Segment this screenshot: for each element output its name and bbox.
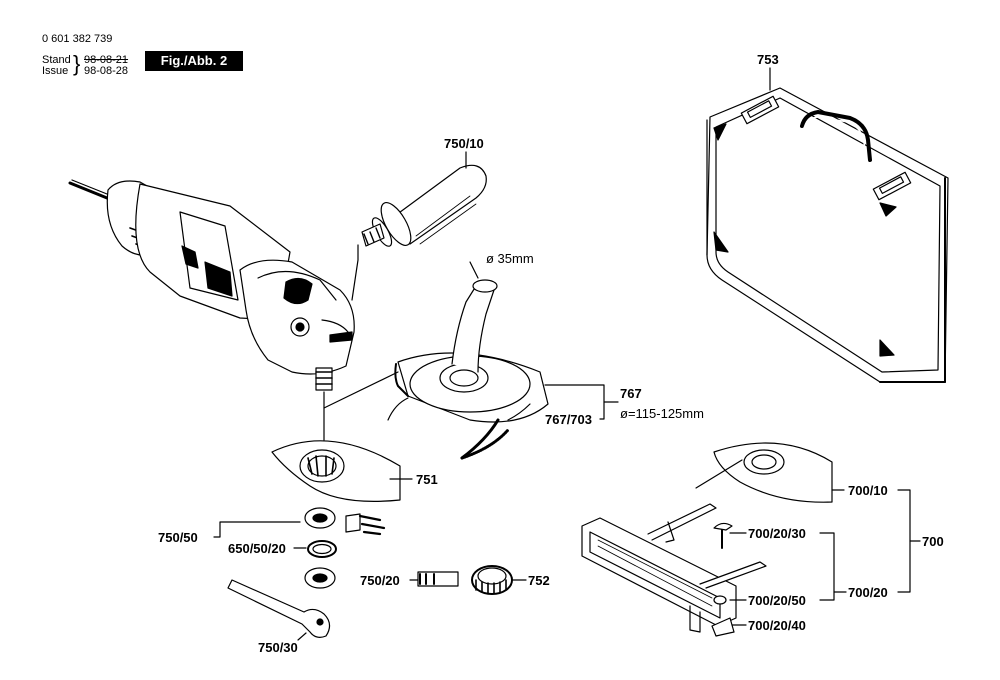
carrying-case-drawing bbox=[706, 87, 949, 383]
label-700: 700 bbox=[922, 534, 944, 549]
leader-750-30 bbox=[297, 632, 307, 641]
label-753: 753 bbox=[757, 52, 779, 67]
flange-750-50 bbox=[304, 507, 386, 536]
label-700-20-30: 700/20/30 bbox=[748, 526, 806, 541]
clamping-nut-750-20 bbox=[304, 567, 459, 589]
handle-assembly-line bbox=[351, 244, 359, 301]
figure-badge: Fig./Abb. 2 bbox=[145, 51, 243, 71]
label-700-10: 700/10 bbox=[848, 483, 888, 498]
bracket-700-20 bbox=[819, 532, 835, 601]
label-750-30: 750/30 bbox=[258, 640, 298, 655]
o-ring-650-50-20 bbox=[307, 540, 337, 558]
label-750-10: 750/10 bbox=[444, 136, 484, 151]
stand-date: 98-08-21 bbox=[84, 54, 129, 66]
bracket-750-50 bbox=[213, 521, 301, 538]
label-750-20: 750/20 bbox=[360, 573, 400, 588]
label-700-20-40: 700/20/40 bbox=[748, 618, 806, 633]
label-752: 752 bbox=[528, 573, 550, 588]
stand-label: Stand bbox=[42, 54, 71, 66]
label-767: 767 bbox=[620, 386, 642, 401]
wheel-guard-drawing bbox=[271, 440, 401, 502]
label-767-703: 767/703 bbox=[545, 412, 592, 427]
label-dia35: ø 35mm bbox=[486, 251, 534, 266]
label-650-50-20: 650/50/20 bbox=[228, 541, 286, 556]
hood-assembly-line bbox=[323, 371, 399, 409]
leader-dia35 bbox=[469, 261, 479, 279]
label-700-20: 700/20 bbox=[848, 585, 888, 600]
side-handle-drawing bbox=[361, 164, 487, 247]
label-700-20-50: 700/20/50 bbox=[748, 593, 806, 608]
bracket-700 bbox=[897, 489, 911, 593]
label-750-50: 750/50 bbox=[158, 530, 198, 545]
cutting-guide-drawing bbox=[581, 442, 833, 637]
angle-grinder-drawing bbox=[68, 179, 355, 391]
label-751: 751 bbox=[416, 472, 438, 487]
label-dia115: ø=115-125mm bbox=[620, 406, 704, 421]
part-number: 0 601 382 739 bbox=[42, 33, 113, 45]
brace-icon: } bbox=[73, 51, 81, 76]
issue-label: Issue bbox=[42, 65, 69, 77]
guide-assembly-line bbox=[695, 459, 743, 489]
quick-nut-752 bbox=[471, 565, 513, 595]
spanner-750-30 bbox=[227, 579, 331, 638]
issue-date: 98-08-28 bbox=[84, 65, 129, 77]
extraction-hood-drawing bbox=[387, 279, 549, 460]
